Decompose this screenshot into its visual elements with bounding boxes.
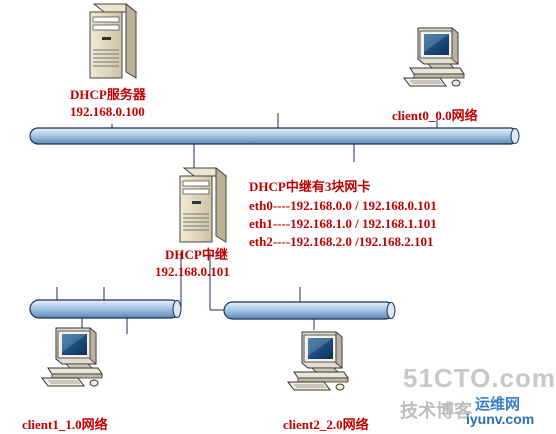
- relay-name: DHCP中继: [165, 247, 228, 262]
- relay-nic-title: DHCP中继有3块网卡: [249, 179, 371, 194]
- watermark-tagline: 技术博客: [400, 401, 472, 421]
- server-icon: [179, 167, 227, 243]
- computer-icon: [41, 327, 103, 387]
- dhcp-server-ip: 192.168.0.100: [70, 104, 145, 119]
- bus-0-0: [29, 127, 520, 145]
- client0-label: client0_0.0网络: [392, 108, 478, 123]
- vertical-links: [56, 113, 438, 334]
- bus-2-0: [223, 301, 396, 320]
- network-diagram: DHCP服务器 192.168.0.100 client0_0.0网络 DHCP…: [22, 3, 556, 432]
- diagram-canvas: [29, 3, 520, 391]
- computer-icon: [403, 27, 465, 87]
- dhcp-server-name: DHCP服务器: [70, 87, 146, 102]
- client2-label: client2_2.0网络: [283, 417, 369, 432]
- relay-nic-eth0: eth0----192.168.0.0 / 192.168.0.101: [249, 198, 437, 213]
- server-icon: [89, 3, 137, 79]
- relay-nic-eth1: eth1----192.168.1.0 / 192.168.1.101: [249, 216, 437, 231]
- watermark-brand: 运维网: [475, 396, 521, 413]
- watermark-url: iyunv.com: [466, 411, 535, 427]
- computer-icon: [287, 331, 349, 391]
- relay-ip: 192.168.0.101: [155, 264, 230, 279]
- client1-label: client1_1.0网络: [22, 417, 108, 432]
- relay-nic-eth2: eth2----192.168.2.0 /192.168.2.101: [249, 234, 434, 249]
- watermark-site: 51CTO.com: [403, 363, 556, 393]
- bus-1-0: [29, 299, 182, 319]
